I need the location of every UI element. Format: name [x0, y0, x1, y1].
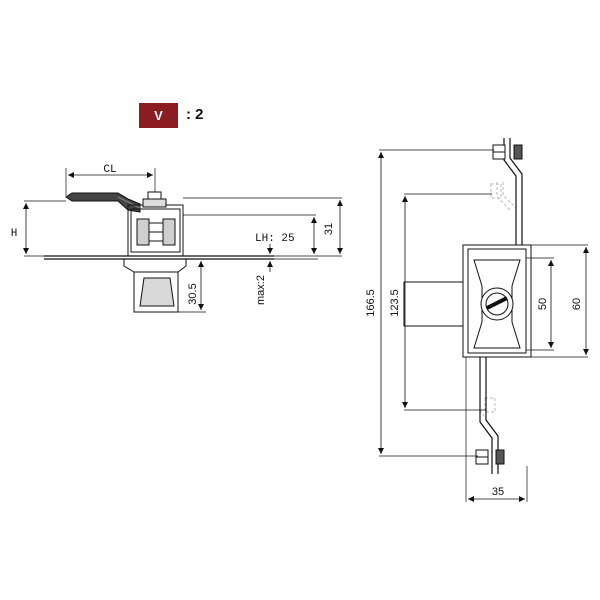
dim-lh-label: LH: 25: [255, 233, 295, 245]
dim-123-5-label: 123.5: [389, 289, 401, 317]
variant-badge: V: [139, 103, 178, 128]
front-view: [378, 138, 589, 502]
dim-cl-label: CL: [103, 164, 116, 176]
dim-35-label: 35: [492, 486, 504, 498]
dim-h-label: H: [11, 228, 18, 240]
variant-value: : 2: [186, 106, 204, 123]
dim-31-label: 31: [323, 223, 335, 235]
dim-60-label: 60: [571, 298, 583, 310]
dim-max-label: max:2: [255, 275, 267, 305]
dim-50-label: 50: [537, 298, 549, 310]
dim-166-5-label: 166.5: [365, 289, 377, 317]
variant-letter: V: [154, 108, 163, 123]
cam-bar: [403, 281, 467, 327]
side-view: [23, 168, 343, 313]
lower-rod: [479, 356, 493, 474]
dim-30-5-label: 30.5: [187, 283, 199, 304]
